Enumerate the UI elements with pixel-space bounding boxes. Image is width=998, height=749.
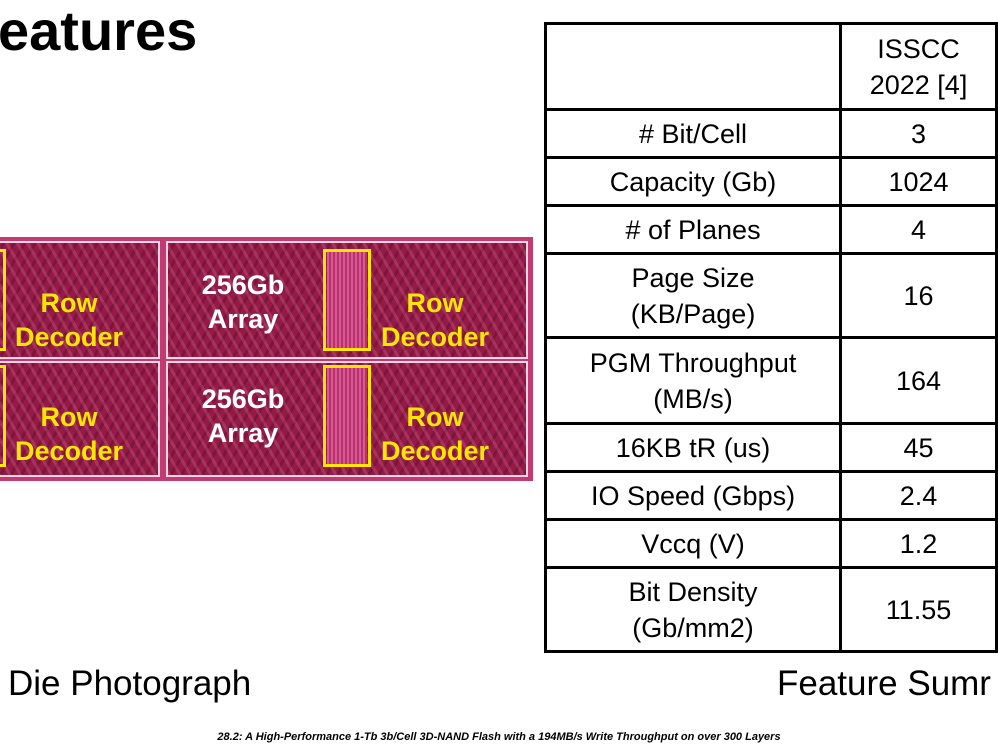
die-block-top-left: [0, 241, 160, 359]
table-header-row: ISSCC 2022 [4]: [543, 22, 998, 111]
table-row: Capacity (Gb) 1024: [543, 156, 998, 207]
row-value: 1024: [839, 156, 998, 207]
row-label: PGM Throughput (MB/s): [543, 336, 843, 425]
array-label-bottom: 256Gb Array: [201, 384, 285, 448]
table-row: # of Planes 4: [543, 204, 998, 255]
decoder-box-bottom-left: [0, 365, 6, 467]
table-header-blank: [543, 22, 843, 111]
row-decoder-label-bottom-right: Row Decoder: [380, 402, 490, 466]
row-value: 164: [839, 336, 998, 425]
table-row: # Bit/Cell 3: [543, 108, 998, 159]
die-block-bottom-left: [0, 361, 160, 477]
row-label: # of Planes: [543, 204, 843, 255]
table-row: Bit Density (Gb/mm2) 11.55: [543, 566, 998, 653]
row-value: 1.2: [839, 518, 998, 569]
row-label: Capacity (Gb): [543, 156, 843, 207]
row-label: Bit Density (Gb/mm2): [543, 566, 843, 653]
table-row: IO Speed (Gbps) 2.4: [543, 470, 998, 521]
row-label: Page Size (KB/Page): [543, 252, 843, 339]
table-row: Page Size (KB/Page) 16: [543, 252, 998, 339]
row-value: 2.4: [839, 470, 998, 521]
table-header-isscc: ISSCC 2022 [4]: [839, 22, 998, 111]
table-row: 16KB tR (us) 45: [543, 422, 998, 473]
row-decoder-label-top-right: Row Decoder: [380, 288, 490, 352]
row-value: 11.55: [839, 566, 998, 653]
die-photograph-caption: Die Photograph: [8, 664, 252, 703]
array-label-top: 256Gb Array: [201, 270, 285, 334]
row-label: Vccq (V): [543, 518, 843, 569]
row-label: IO Speed (Gbps): [543, 470, 843, 521]
decoder-strip-bottom: [327, 367, 367, 465]
slide-footer: 28.2: A High-Performance 1-Tb 3b/Cell 3D…: [217, 731, 781, 743]
row-value: 16: [839, 252, 998, 339]
row-value: 45: [839, 422, 998, 473]
slide-title: eatures: [0, 0, 198, 62]
feature-summary-caption: Feature Sumr: [777, 664, 991, 703]
feature-summary-table: ISSCC 2022 [4] # Bit/Cell 3 Capacity (Gb…: [543, 22, 998, 653]
row-value: 3: [839, 108, 998, 159]
table-row: Vccq (V) 1.2: [543, 518, 998, 569]
decoder-box-bottom-right: [323, 365, 371, 467]
row-decoder-label-bottom-left: Row Decoder: [14, 402, 124, 466]
decoder-box-top-left: [0, 249, 6, 351]
row-label: 16KB tR (us): [543, 422, 843, 473]
row-value: 4: [839, 204, 998, 255]
die-photograph: Row Decoder Row Decoder 256Gb Array 256G…: [0, 237, 533, 481]
decoder-box-top-right: [323, 249, 371, 351]
row-label: # Bit/Cell: [543, 108, 843, 159]
table-row: PGM Throughput (MB/s) 164: [543, 336, 998, 425]
decoder-strip-top: [327, 251, 367, 349]
row-decoder-label-top-left: Row Decoder: [14, 288, 124, 352]
